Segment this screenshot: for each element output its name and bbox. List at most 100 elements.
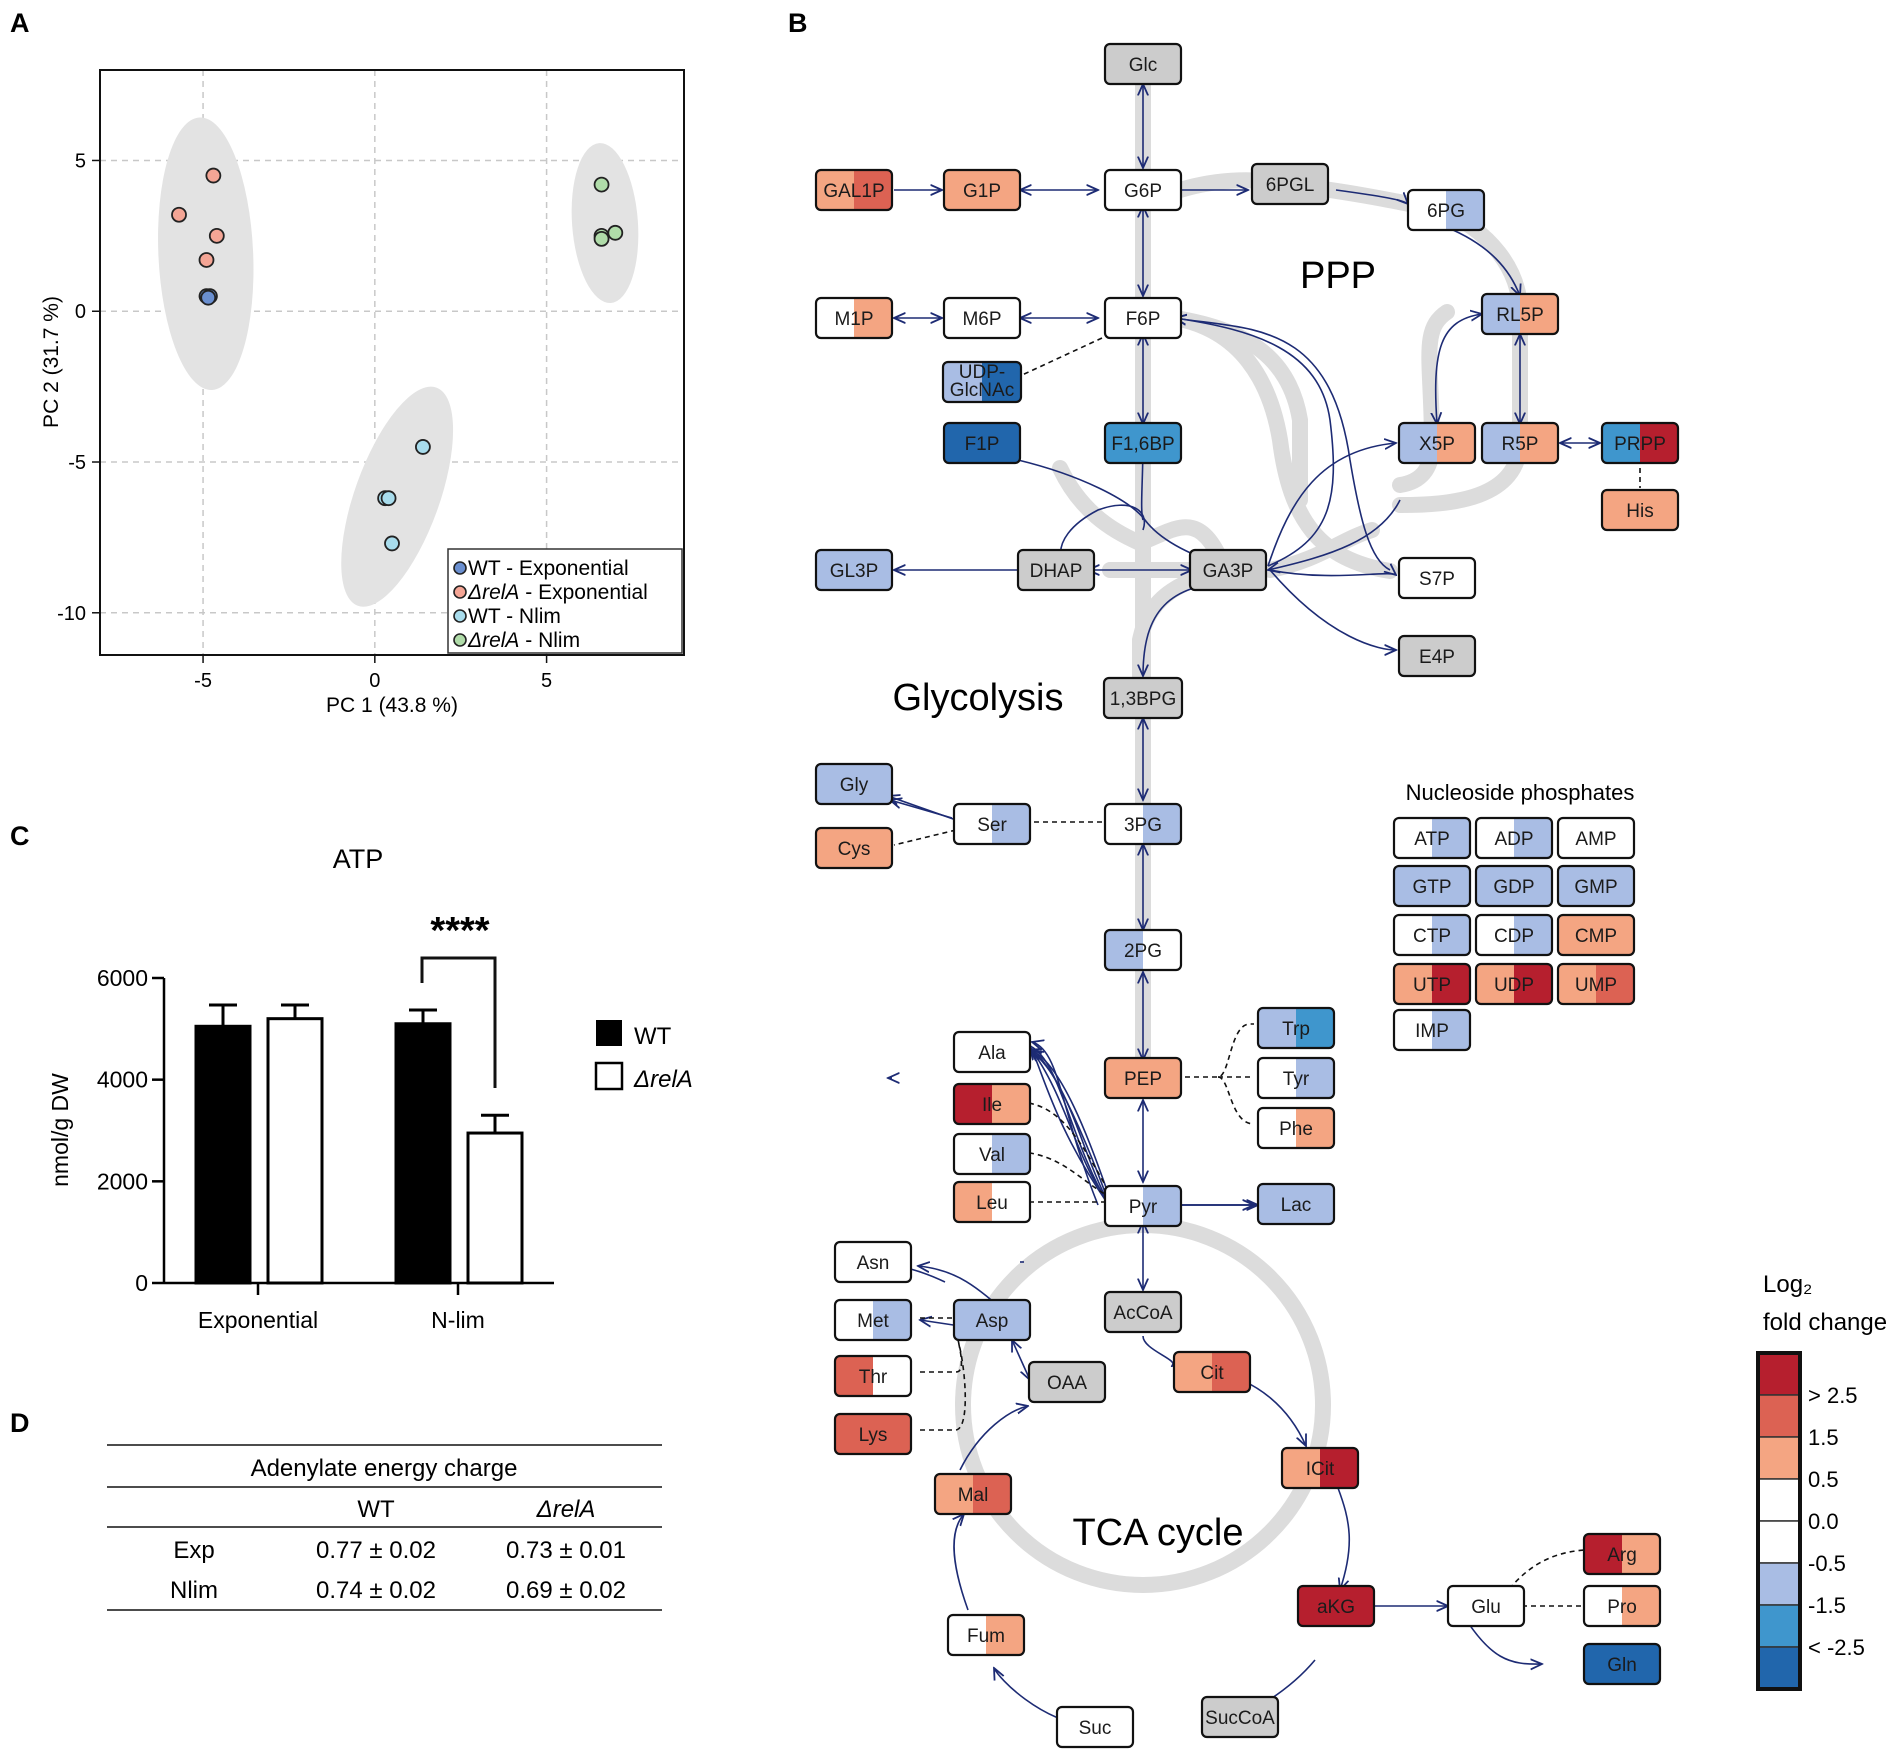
node-label: G6P [1124,181,1162,202]
node-label-line: Fum [967,1626,1005,1647]
node-fill [1105,423,1181,463]
node-label: CDP [1494,926,1534,947]
metabolite-node-pep: PEP [1103,1056,1183,1100]
pca-point [171,206,187,223]
node-fill [1558,915,1634,955]
node-border [1582,1642,1662,1686]
node-border [1406,188,1486,232]
significance-stars: **** [430,910,489,952]
node-label-line: Lac [1281,1195,1312,1216]
node-border [1103,928,1183,972]
metabolite-node-udpn: UDP [1474,962,1554,1006]
node-label: 3PG [1124,815,1162,836]
node-fill-right [1143,1186,1181,1226]
node-border [946,1613,1026,1657]
metabolite-node-cit: Cit [1172,1350,1252,1394]
node-fill [1258,1184,1334,1224]
colorbar-bin [1757,1520,1801,1564]
node-border [1556,913,1636,957]
y-tick-label: -10 [57,603,86,625]
node-fill-left [1482,294,1520,334]
node-border [814,762,894,806]
colorbar-title-line2: fold change [1763,1309,1887,1336]
node-label: UDP [1494,975,1534,996]
node-label: PEP [1124,1069,1162,1090]
legend-label-italic: ΔrelA [467,629,519,652]
legend-marker [453,633,467,647]
node-label-line: M1P [834,309,873,330]
node-label-line: Trp [1282,1019,1310,1040]
node-fill-left [816,170,854,210]
metabolite-node-f16bp: F1,6BP [1103,421,1183,465]
legend-label-rela: ΔrelA [633,1066,693,1093]
node-label: F6P [1126,309,1161,330]
node-fill-left [943,362,982,402]
node-border [1392,864,1472,908]
colorbar-tick-label: -1.5 [1808,1593,1846,1618]
metabolite-node-pro: Pro [1582,1584,1662,1628]
node-label-line: E4P [1419,647,1455,668]
node-fill-right [992,1084,1030,1124]
node-label: ICit [1306,1459,1335,1480]
metabolite-node-cdp: CDP [1474,913,1554,957]
tca-cycle-ring [1142,1485,1144,1487]
node-border [1256,1182,1336,1226]
metabolite-node-f6p: F6P [1103,296,1183,340]
node-label-line: UMP [1575,975,1617,996]
legend-label-text: WT - Exponential [468,557,629,580]
node-fill [816,550,892,590]
node-label-line: M6P [962,309,1001,330]
node-border [1474,962,1554,1006]
node-fill [1252,164,1328,204]
node-label-line: Val [979,1145,1005,1166]
pca-point [208,227,225,244]
node-border [1296,1584,1376,1628]
node-border [1446,1584,1526,1628]
legend-swatch-rela [594,1061,624,1091]
node-fill [954,1032,1030,1072]
metabolite-node-suc: Suc [1055,1705,1135,1749]
node-label: 1,3BPG [1110,689,1177,710]
table-col-wt: WT [357,1496,395,1523]
node-fill-left [816,298,854,338]
node-fill-right [1622,1534,1660,1574]
node-border [833,1240,913,1284]
node-fill [1190,550,1266,590]
node-label: UTP [1413,975,1451,996]
node-label-line: GMP [1574,877,1617,898]
node-border [933,1472,1013,1516]
legend-label: WT - Nlim [468,605,561,628]
atp-chart-title: ATP [333,844,384,874]
table-title: Adenylate energy charge [251,1455,518,1482]
x-tick-label: 0 [369,670,380,692]
node-label-line: F1,6BP [1111,434,1174,455]
colorbar-tick-label: < -2.5 [1808,1635,1865,1660]
node-label-line: Ser [977,815,1007,836]
pca-point [593,230,610,247]
node-border [1474,864,1554,908]
node-border [1392,816,1472,860]
node-label-line: GDP [1493,877,1534,898]
node-label: Tyr [1283,1069,1310,1090]
node-label: E4P [1419,647,1455,668]
atp-y-tick-label: 0 [135,1270,148,1296]
metabolite-node-e4p: E4P [1397,634,1477,678]
node-label-line: AcCoA [1113,1303,1172,1324]
pca-point [200,289,217,306]
node-fill-left [1602,423,1640,463]
metabolite-node-g6p: G6P [1103,168,1183,212]
node-label: Fum [967,1626,1005,1647]
node-fill-right [1432,964,1470,1004]
node-border [1188,548,1268,592]
node-label: AMP [1575,829,1616,850]
pca-point [593,176,610,193]
node-border [1556,864,1636,908]
metabolite-node-ctp: CTP [1392,913,1472,957]
node-label-line: SucCoA [1205,1708,1275,1729]
node-border [1103,1290,1183,1334]
node-fill [1202,1697,1278,1737]
colorbar-frame [1756,1351,1802,1691]
atp-y-tick-label: 6000 [97,965,148,991]
node-label-line: His [1626,501,1653,522]
